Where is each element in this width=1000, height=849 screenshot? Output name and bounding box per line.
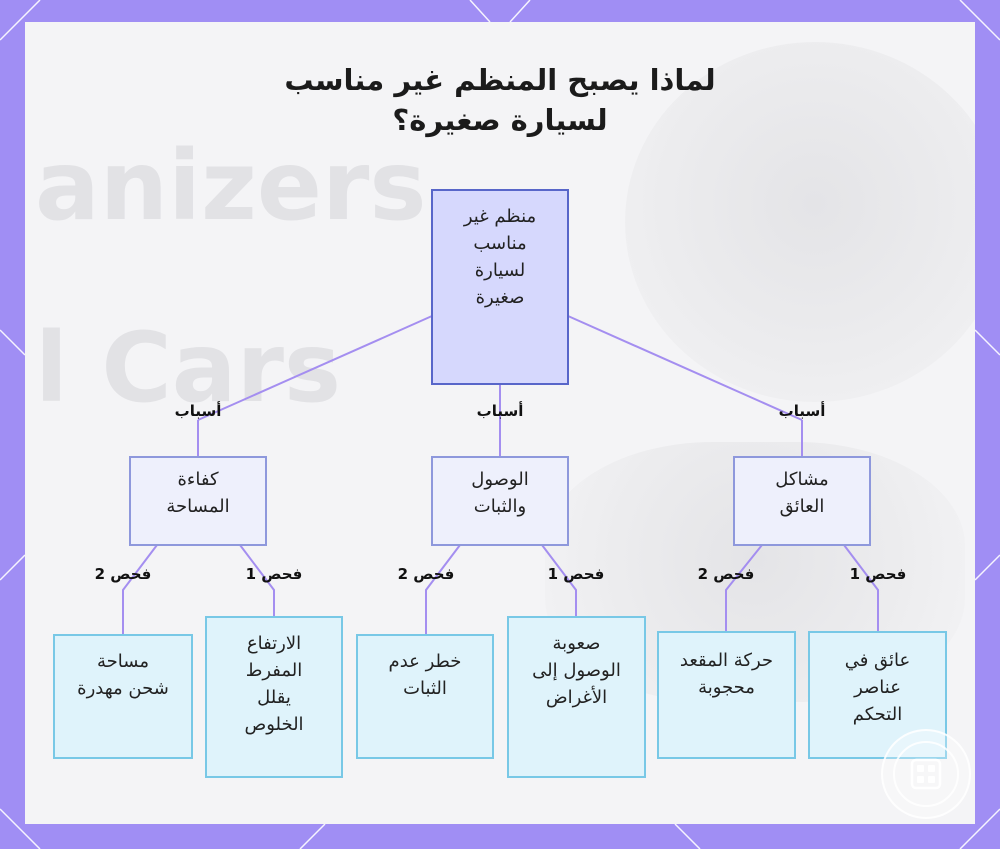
title-line-2: لسيارة صغيرة؟: [392, 103, 608, 137]
node-driver-obstruction: مشاكل العائق: [733, 456, 871, 546]
node-hard-to-reach-label: صعوبة الوصول إلى الأغراض: [532, 633, 621, 708]
node-excess-height-label: الارتفاع المفرط يقلل الخلوص: [244, 633, 304, 735]
edge-label-driver-check-1: فحص 1: [849, 565, 907, 583]
calculator-icon: [910, 758, 942, 790]
edge-access-2: [425, 544, 461, 634]
edge-label-access-check-2: فحص 2: [397, 565, 455, 583]
title-line-1: لماذا يصبح المنظم غير مناسب: [284, 63, 716, 97]
node-excess-height: الارتفاع المفرط يقلل الخلوص: [205, 616, 343, 778]
edge-label-reasons-left: أسباب: [174, 402, 222, 420]
edge-label-space-check-1: فحص 1: [245, 565, 303, 583]
diagram-title: لماذا يصبح المنظم غير مناسب لسيارة صغيرة…: [100, 60, 900, 140]
node-instability-risk: خطر عدم الثبات: [356, 634, 494, 759]
edge-label-reasons-right: أسباب: [778, 402, 826, 420]
edge-driver-2: [725, 544, 763, 634]
edge-label-space-check-2: فحص 2: [94, 565, 152, 583]
node-instability-risk-label: خطر عدم الثبات: [388, 651, 462, 699]
edge-label-reasons-center: أسباب: [476, 402, 524, 420]
background-watermark-line1: anizers: [35, 130, 427, 242]
node-root: منظم غير مناسب لسيارة صغيرة: [431, 189, 569, 385]
edge-label-driver-check-2: فحص 2: [697, 565, 755, 583]
node-space-efficiency: كفاءة المساحة: [129, 456, 267, 546]
node-wasted-cargo-space: مساحة شحن مهدرة: [53, 634, 193, 759]
edge-root-driver: [567, 315, 803, 421]
edge-space-2: [122, 544, 158, 634]
node-controls-obstructed-label: عائق في عناصر التحكم: [844, 650, 911, 725]
node-seat-blocked-label: حركة المقعد محجوبة: [679, 650, 774, 698]
corner-badge-ring: [893, 741, 959, 807]
edge-driver-1: [843, 544, 879, 631]
node-driver-obstruction-label: مشاكل العائق: [775, 469, 829, 517]
node-hard-to-reach: صعوبة الوصول إلى الأغراض: [507, 616, 646, 778]
corner-badge: [881, 729, 971, 819]
node-space-efficiency-label: كفاءة المساحة: [166, 469, 230, 517]
node-wasted-cargo-space-label: مساحة شحن مهدرة: [77, 651, 169, 699]
node-root-label: منظم غير مناسب لسيارة صغيرة: [463, 206, 537, 308]
edge-space-1: [239, 544, 275, 616]
edge-access-1: [541, 544, 577, 616]
edge-root-space: [197, 315, 433, 421]
background-photo-shape: [625, 42, 975, 402]
node-access-stability: الوصول والثبات: [431, 456, 569, 546]
node-access-stability-label: الوصول والثبات: [471, 469, 529, 517]
edge-label-access-check-1: فحص 1: [547, 565, 605, 583]
background-watermark-line2: l Cars: [35, 312, 342, 424]
node-seat-blocked: حركة المقعد محجوبة: [657, 631, 796, 759]
